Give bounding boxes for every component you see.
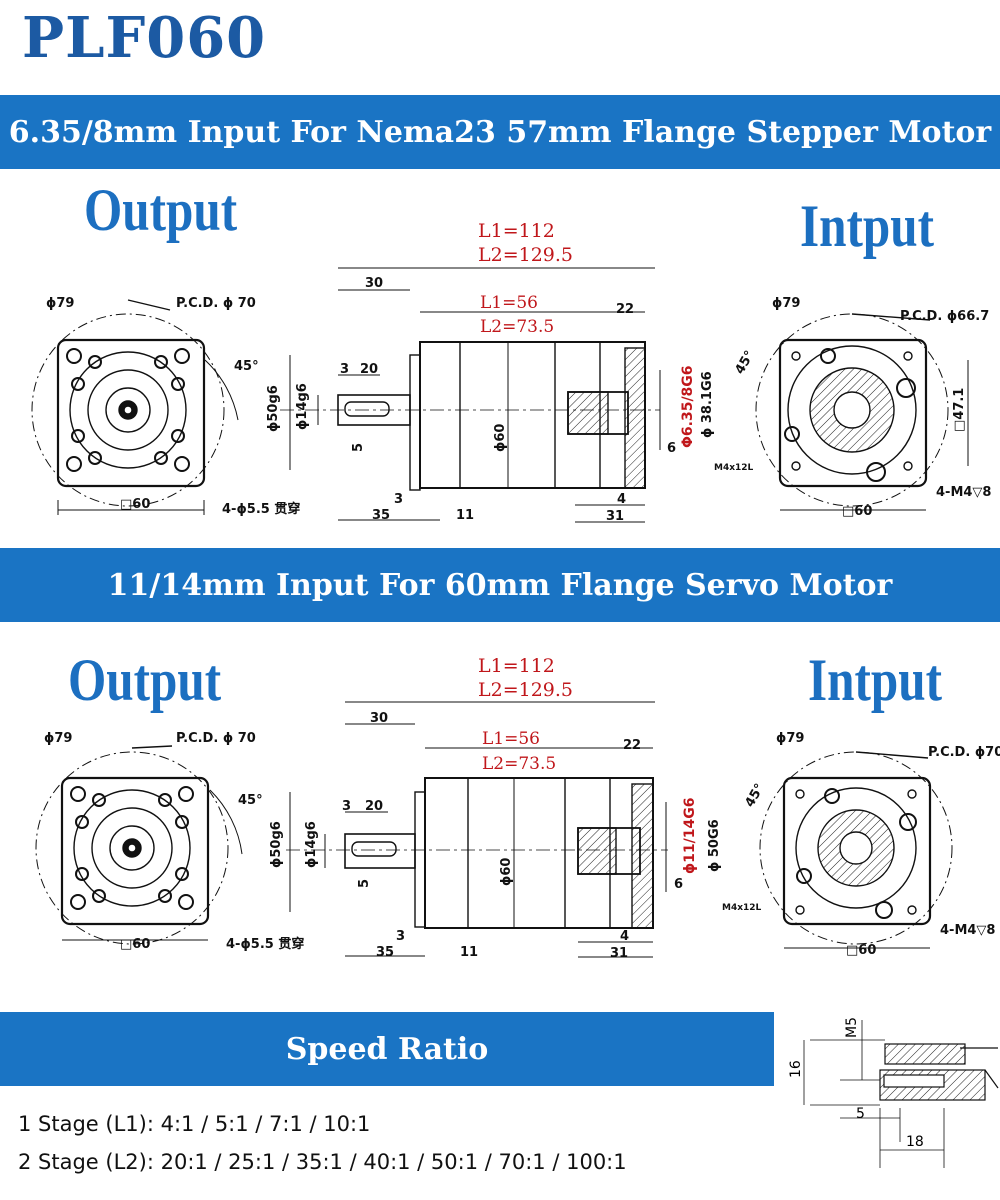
s2-out-holes: 4-ϕ5.5 贯穿 <box>226 936 304 952</box>
key-d18: 18 <box>906 1134 924 1150</box>
s1-in-holes: 4-M4▽8 <box>936 485 991 500</box>
s1-d5: 5 <box>351 443 366 452</box>
s2-bore: ϕ11/14G6 <box>682 798 698 874</box>
s1-in-pcd: P.C.D. ϕ66.7 <box>900 309 989 324</box>
section2-side-view <box>286 701 668 958</box>
s2-d3b: 3 <box>396 929 405 944</box>
s2-l1: L1=112 <box>478 655 555 677</box>
s1-d50: ϕ50g6 <box>266 385 281 432</box>
s1-l2: L2=129.5 <box>478 244 573 266</box>
s2-d31: 31 <box>610 946 628 961</box>
s2-d22: 22 <box>623 738 641 753</box>
s2-out-angle: 45° <box>238 793 263 808</box>
section2-input-view <box>759 751 953 949</box>
s1-l1b: L1=56 <box>480 293 538 313</box>
section1-input-label: Intput <box>800 193 935 259</box>
speed-ratio-banner: Speed Ratio <box>0 1012 774 1086</box>
section2-input-label: Intput <box>808 647 943 713</box>
speed-ratio-banner-text: Speed Ratio <box>285 1031 489 1067</box>
s1-in-d47: □47.1 <box>952 388 967 432</box>
s2-d60: ϕ60 <box>499 858 514 886</box>
stage2-ratios: 2 Stage (L2): 20:1 / 25:1 / 35:1 / 40:1 … <box>18 1150 627 1174</box>
key-d16: 16 <box>788 1060 804 1078</box>
s1-d14: ϕ14g6 <box>295 383 310 430</box>
s1-d6: 6 <box>667 441 676 456</box>
s1-d38: ϕ 38.1G6 <box>700 371 715 438</box>
section2-output-view <box>35 745 243 945</box>
s2-d50: ϕ50g6 <box>269 821 284 868</box>
s2-in-holes: 4-M4▽8 <box>940 923 995 938</box>
s1-d3b: 3 <box>394 492 403 507</box>
s2-d50b: ϕ 50G6 <box>707 819 722 872</box>
s1-d35: 35 <box>372 508 390 523</box>
s1-d3a: 3 <box>340 362 349 377</box>
section1-banner: 6.35/8mm Input For Nema23 57mm Flange St… <box>0 95 1000 169</box>
s2-in-angle: 45° <box>742 781 767 810</box>
s2-d30: 30 <box>370 711 388 726</box>
s2-in-pcd: P.C.D. ϕ70 <box>928 745 1000 760</box>
section1-banner-text: 6.35/8mm Input For Nema23 57mm Flange St… <box>8 114 992 150</box>
key-detail-drawing: M5 16 5 18 <box>788 1018 999 1168</box>
s1-d60: ϕ60 <box>493 424 508 452</box>
s1-in-square: □60 <box>842 504 872 519</box>
s1-in-dia: ϕ79 <box>772 296 800 311</box>
s1-out-holes: 4-ϕ5.5 贯穿 <box>222 501 300 517</box>
s2-m4: M4x12L <box>722 903 762 913</box>
s2-d11: 11 <box>460 945 478 960</box>
key-d5: 5 <box>856 1106 865 1122</box>
s2-d6: 6 <box>674 877 683 892</box>
s1-out-angle: 45° <box>234 359 259 374</box>
s2-d14: ϕ14g6 <box>304 821 319 868</box>
section1-output-view <box>31 299 239 515</box>
s1-m4: M4x12L <box>714 463 754 473</box>
section1-output-label: Output <box>84 177 238 243</box>
s2-in-square: □60 <box>846 943 876 958</box>
section1-drawings: ϕ79 P.C.D. ϕ 70 45° □60 4-ϕ5.5 贯穿 L1=112… <box>31 220 991 524</box>
s2-out-pcd: P.C.D. ϕ 70 <box>176 731 256 746</box>
s1-in-angle: 45° <box>732 348 757 377</box>
s2-l2b: L2=73.5 <box>482 754 556 774</box>
s2-d3a: 3 <box>342 799 351 814</box>
s1-bore: Φ6.35/8G6 <box>680 365 696 448</box>
s2-out-dia: ϕ79 <box>44 731 72 746</box>
s1-out-square: □60 <box>120 497 150 512</box>
s2-in-dia: ϕ79 <box>776 731 804 746</box>
s2-d20: 20 <box>365 799 383 814</box>
section2-banner-text: 11/14mm Input For 60mm Flange Servo Moto… <box>107 567 893 603</box>
page-title: PLF060 <box>22 5 267 71</box>
s1-out-dia: ϕ79 <box>46 296 74 311</box>
s1-l2b: L2=73.5 <box>480 317 554 337</box>
s1-d11: 11 <box>456 508 474 523</box>
s2-out-square: □60 <box>120 937 150 952</box>
s1-d20: 20 <box>360 362 378 377</box>
s1-d31: 31 <box>606 509 624 524</box>
key-m5: M5 <box>844 1018 860 1038</box>
section2-banner: 11/14mm Input For 60mm Flange Servo Moto… <box>0 548 1000 622</box>
s2-d35: 35 <box>376 945 394 960</box>
stage1-ratios: 1 Stage (L1): 4:1 / 5:1 / 7:1 / 10:1 <box>18 1112 371 1136</box>
s2-l1b: L1=56 <box>482 729 540 749</box>
s1-l1: L1=112 <box>478 220 555 242</box>
s1-d22: 22 <box>616 302 634 317</box>
s1-d30: 30 <box>365 276 383 291</box>
s2-d5: 5 <box>357 879 372 888</box>
section1-input-view <box>755 313 969 511</box>
s1-d4: 4 <box>617 492 626 507</box>
s1-out-pcd: P.C.D. ϕ 70 <box>176 296 256 311</box>
s2-d4: 4 <box>620 929 629 944</box>
section1-side-view <box>280 267 661 523</box>
section2-drawings: ϕ79 P.C.D. ϕ 70 45° □60 4-ϕ5.5 贯穿 L1=112… <box>35 655 1000 961</box>
s2-l2: L2=129.5 <box>478 679 573 701</box>
section2-output-label: Output <box>68 647 222 713</box>
